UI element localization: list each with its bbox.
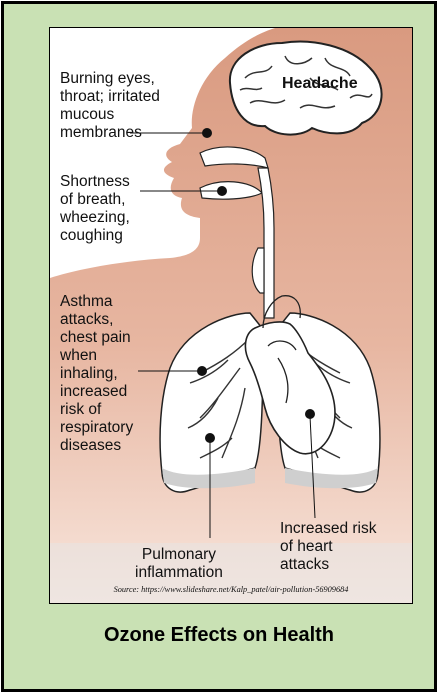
source-credit: Source: https://www.slideshare.net/Kalp_… [50, 585, 412, 594]
heart-callout: Increased risk of heart attacks [280, 520, 376, 574]
breath-callout: Shortness of breath, wheezing, coughing [60, 173, 130, 245]
pointer-dot-heart [305, 409, 315, 419]
pointer-dot-breath [217, 186, 227, 196]
pulmonary-callout: Pulmonary inflammation [135, 546, 223, 582]
headache-label: Headache [282, 75, 358, 93]
irritation-callout: Burning eyes, throat; irritated mucous m… [60, 70, 160, 142]
pointer-dot-asthma [197, 366, 207, 376]
health-diagram: Headache Burning eyes, throat; irritated… [49, 27, 413, 604]
pointer-dot-pulmonary [205, 433, 215, 443]
pointer-dot-irritation [202, 128, 212, 138]
slide-caption: Ozone Effects on Health [4, 624, 434, 647]
asthma-callout: Asthma attacks, chest pain when inhaling… [60, 293, 133, 455]
